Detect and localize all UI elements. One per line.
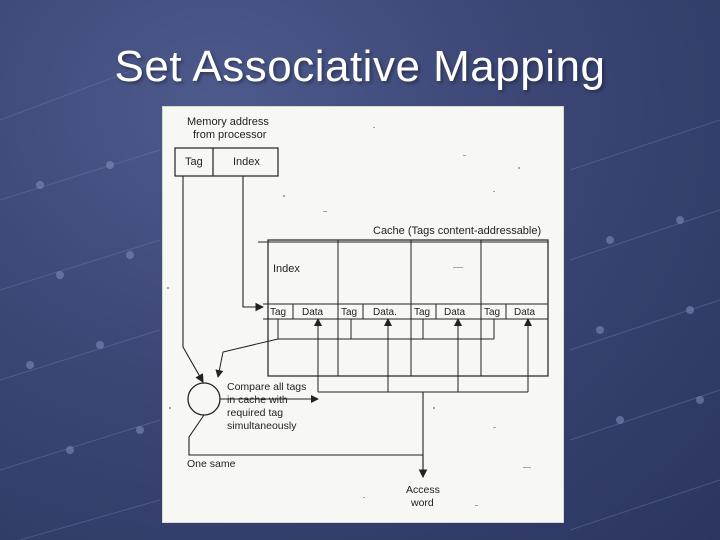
scan-noise bbox=[167, 127, 531, 506]
compare-label-1: Compare all tags bbox=[227, 381, 306, 393]
compare-label-3: required tag bbox=[227, 407, 283, 419]
column-4-tag: Tag bbox=[484, 307, 500, 318]
column-3-tag: Tag bbox=[414, 307, 430, 318]
access-label-1: Access bbox=[406, 484, 440, 496]
column-3-data: Data bbox=[444, 307, 466, 318]
cache-block bbox=[267, 239, 549, 377]
cache-index-label: Index bbox=[273, 263, 300, 275]
cache-caption: Cache (Tags content-addressable) bbox=[373, 225, 541, 237]
memory-address-label: Memory address bbox=[187, 116, 269, 128]
index-field-label: Index bbox=[233, 156, 260, 168]
tag-line bbox=[182, 176, 204, 383]
one-same-label: One same bbox=[187, 458, 236, 470]
set-associative-diagram: Memory address from processor Tag Index … bbox=[163, 107, 563, 522]
column-4-data: Data bbox=[514, 307, 536, 318]
access-label-2: word bbox=[410, 497, 434, 509]
column-1-tag: Tag bbox=[270, 307, 286, 318]
index-line bbox=[242, 176, 265, 312]
memory-address-label-2: from processor bbox=[193, 129, 267, 141]
column-2-tag: Tag bbox=[341, 307, 357, 318]
column-2-data: Data. bbox=[373, 307, 397, 318]
compare-label-2: in cache with bbox=[227, 394, 288, 406]
tag-field-label: Tag bbox=[185, 156, 203, 168]
column-1-data: Data bbox=[302, 307, 324, 318]
compare-label-4: simultaneously bbox=[227, 420, 297, 432]
diagram-canvas: Memory address from processor Tag Index … bbox=[167, 116, 549, 509]
slide-title: Set Associative Mapping bbox=[114, 42, 606, 91]
comparator-circle bbox=[187, 382, 221, 416]
address-register bbox=[174, 147, 279, 177]
